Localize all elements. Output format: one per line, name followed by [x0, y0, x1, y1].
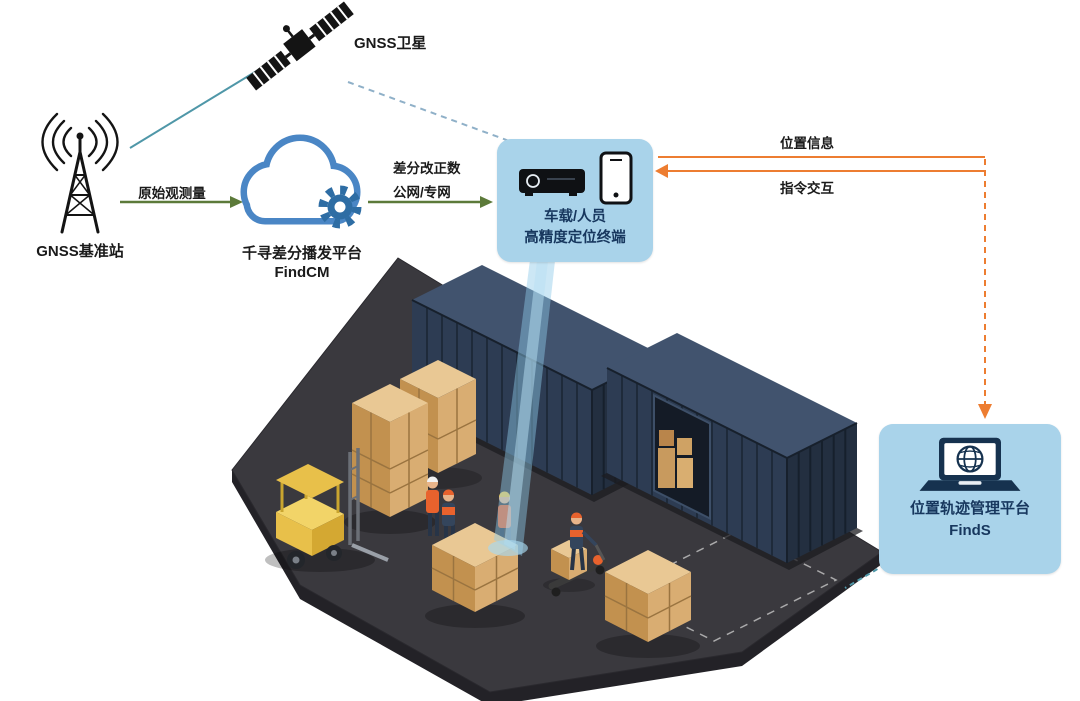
globe-icon [956, 445, 984, 473]
cloud-platform-product-label: FindCM [274, 264, 330, 281]
raw-observation-label: 原始观测量 [138, 186, 206, 201]
correction-label-line2: 公网/专网 [393, 185, 451, 200]
management-platform-product-label: FindS [949, 521, 991, 539]
cargo-stack [425, 523, 525, 628]
laptop-globe-icon [919, 437, 1021, 491]
platform-downlink-line [978, 159, 992, 419]
terminal-node: 车载/人员 高精度定位终端 [497, 139, 653, 262]
cargo-stack [344, 384, 436, 534]
satellite-icon [246, 1, 354, 91]
cargo-stack [596, 550, 700, 658]
satellite-terminal-link [347, 81, 513, 143]
correction-arrow [368, 196, 493, 208]
base-station-label: GNSS基准站 [36, 243, 124, 260]
lane-marking [614, 530, 838, 642]
correction-label-line1: 差分改正数 [393, 161, 461, 176]
smartphone-icon [599, 151, 633, 205]
worker-figure [426, 476, 439, 536]
raw-observation-arrow [120, 196, 243, 208]
warehouse-scene [231, 252, 883, 701]
terminal-label-line1: 车载/人员 [543, 209, 607, 225]
vehicle-terminal-icon [519, 151, 633, 205]
satellite-base-link [129, 63, 269, 149]
management-platform-node: 位置轨迹管理平台 FindS [879, 424, 1061, 574]
management-platform-label: 位置轨迹管理平台 [909, 500, 1030, 517]
platform-side [232, 470, 882, 701]
base-station-icon [41, 112, 119, 234]
command-interaction-line [655, 164, 985, 178]
worker-figure [570, 512, 598, 571]
cloud-icon [240, 134, 362, 229]
satellite-label: GNSS卫星 [354, 35, 427, 52]
shipping-container [601, 333, 863, 570]
forklift [265, 448, 389, 572]
position-info-label: 位置信息 [780, 136, 834, 151]
command-interaction-label: 指令交互 [780, 181, 834, 196]
gear-icon [318, 185, 362, 229]
terminal-label-line2: 高精度定位终端 [524, 230, 626, 247]
cloud-platform-label: 千寻差分播发平台 [241, 245, 362, 262]
positioning-beam [488, 252, 556, 556]
